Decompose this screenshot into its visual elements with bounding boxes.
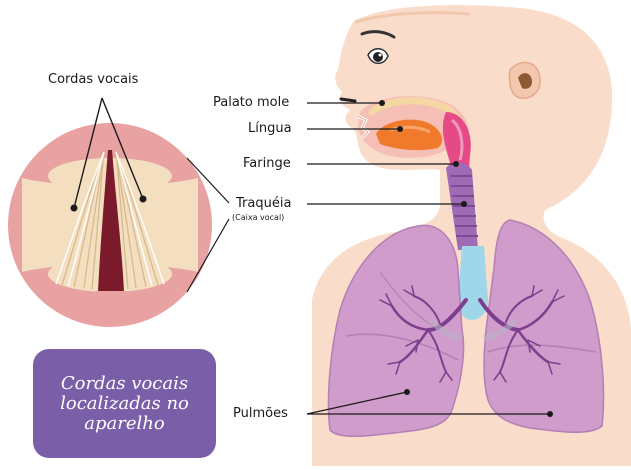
vocal-cords-closeup xyxy=(8,98,212,327)
label-lingua: Língua xyxy=(248,121,292,136)
caption-line-1: Cordas vocais xyxy=(33,374,216,394)
label-caixa-vocal: (Caixa vocal) xyxy=(232,213,284,222)
lips xyxy=(341,99,355,101)
label-palato-mole: Palato mole xyxy=(213,95,289,110)
caption-box: Cordas vocais localizadas no aparelho xyxy=(33,349,216,458)
label-faringe: Faringe xyxy=(243,156,291,171)
ear-icon xyxy=(509,62,540,98)
eye-icon xyxy=(368,49,388,64)
caption-line-3: aparelho xyxy=(33,414,216,434)
label-pulmoes: Pulmões xyxy=(233,406,288,421)
larynx-blue xyxy=(458,246,488,320)
label-cordas-vocais: Cordas vocais xyxy=(48,72,138,87)
caption-line-2: localizadas no xyxy=(33,394,216,414)
label-traqueia: Traquéia xyxy=(236,196,291,211)
